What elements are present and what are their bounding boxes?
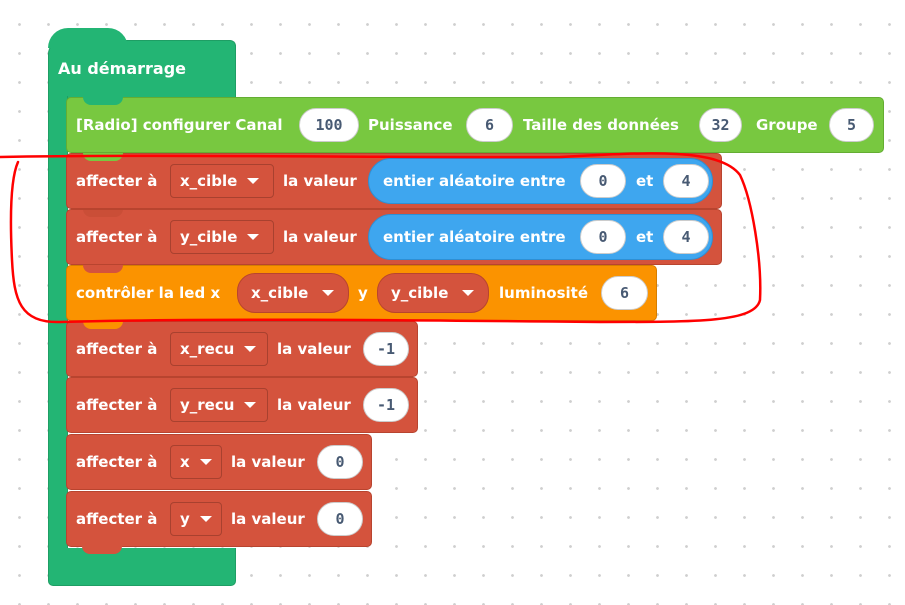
variable-name: x_cible <box>180 172 238 190</box>
variable-name: y_recu <box>180 396 235 414</box>
assign-label: affecter à <box>76 396 158 414</box>
assign-block-x-cible[interactable]: affecter à x_cible la valeur entier aléa… <box>66 153 722 209</box>
variable-name: x <box>180 453 190 471</box>
radio-config-label: [Radio] configurer Canal <box>76 116 283 134</box>
assign-label: affecter à <box>76 510 158 528</box>
dropdown-arrow-icon <box>322 290 335 296</box>
y-label: y <box>358 284 368 302</box>
led-label: contrôler la led x <box>76 284 221 302</box>
groupe-input[interactable]: 5 <box>829 108 874 142</box>
dropdown-arrow-icon <box>244 402 257 408</box>
on-start-label: Au démarrage <box>58 59 186 78</box>
led-control-block[interactable]: contrôler la led x x_cible y y_cible lum… <box>66 265 657 321</box>
and-label: et <box>636 228 654 246</box>
variable-dropdown[interactable]: x_cible <box>170 164 274 198</box>
variable-name: y_cible <box>180 228 238 246</box>
assign-label: affecter à <box>76 172 158 190</box>
dropdown-arrow-icon <box>247 234 260 240</box>
assign-block-y-recu[interactable]: affecter à y_recu la valeur -1 <box>66 377 418 433</box>
taille-input[interactable]: 32 <box>699 108 742 142</box>
random-label: entier aléatoire entre <box>383 172 566 190</box>
assign-block-x-recu[interactable]: affecter à x_recu la valeur -1 <box>66 321 418 377</box>
led-x-dropdown[interactable]: x_cible <box>237 273 349 313</box>
random-int-block[interactable]: entier aléatoire entre 0 et 4 <box>368 158 713 204</box>
random-max-input[interactable]: 4 <box>663 164 709 198</box>
radio-config-block[interactable]: [Radio] configurer Canal 100 Puissance 6… <box>66 97 884 153</box>
value-label: la valeur <box>283 172 357 190</box>
luminosity-label: luminosité <box>499 284 588 302</box>
assign-block-x[interactable]: affecter à x la valeur 0 <box>66 434 372 490</box>
variable-dropdown[interactable]: y_recu <box>170 388 268 422</box>
puissance-input[interactable]: 6 <box>466 108 513 142</box>
dropdown-arrow-icon <box>462 290 475 296</box>
value-input[interactable]: -1 <box>363 332 409 366</box>
variable-name: x_recu <box>180 340 235 358</box>
variable-dropdown[interactable]: y_cible <box>170 220 274 254</box>
variable-dropdown[interactable]: y <box>170 502 222 536</box>
dropdown-arrow-icon <box>247 178 260 184</box>
taille-label: Taille des données <box>523 116 679 134</box>
assign-label: affecter à <box>76 228 158 246</box>
dropdown-arrow-icon <box>199 459 212 465</box>
assign-label: affecter à <box>76 340 158 358</box>
dropdown-arrow-icon <box>199 516 212 522</box>
assign-label: affecter à <box>76 453 158 471</box>
variable-name: y_cible <box>391 284 449 302</box>
puissance-label: Puissance <box>368 116 453 134</box>
value-label: la valeur <box>277 340 351 358</box>
value-label: la valeur <box>231 453 305 471</box>
and-label: et <box>636 172 654 190</box>
variable-dropdown[interactable]: x <box>170 445 222 479</box>
random-max-input[interactable]: 4 <box>663 220 709 254</box>
random-min-input[interactable]: 0 <box>580 164 626 198</box>
value-label: la valeur <box>231 510 305 528</box>
on-start-block[interactable] <box>48 40 236 99</box>
variable-name: y <box>180 510 190 528</box>
assign-block-y-cible[interactable]: affecter à y_cible la valeur entier aléa… <box>66 209 722 265</box>
dropdown-arrow-icon <box>244 346 257 352</box>
value-label: la valeur <box>283 228 357 246</box>
led-y-dropdown[interactable]: y_cible <box>377 273 489 313</box>
random-int-block[interactable]: entier aléatoire entre 0 et 4 <box>368 214 713 260</box>
value-input[interactable]: 0 <box>317 445 363 479</box>
random-min-input[interactable]: 0 <box>580 220 626 254</box>
value-input[interactable]: 0 <box>317 502 363 536</box>
value-input[interactable]: -1 <box>363 388 409 422</box>
canal-input[interactable]: 100 <box>299 108 359 142</box>
variable-dropdown[interactable]: x_recu <box>170 332 268 366</box>
assign-block-y[interactable]: affecter à y la valeur 0 <box>66 491 372 547</box>
value-label: la valeur <box>277 396 351 414</box>
variable-name: x_cible <box>251 284 309 302</box>
luminosity-input[interactable]: 6 <box>601 276 648 310</box>
random-label: entier aléatoire entre <box>383 228 566 246</box>
groupe-label: Groupe <box>756 116 818 134</box>
